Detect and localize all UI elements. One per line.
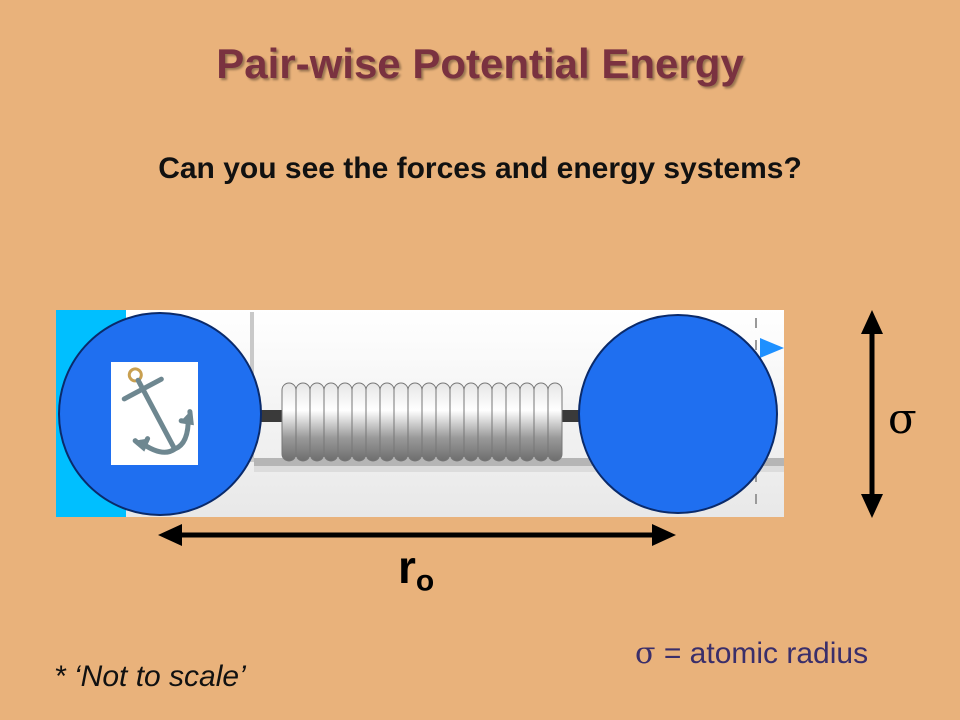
- legend: σ = atomic radius: [635, 636, 868, 671]
- scale-note: * ‘Not to scale’: [54, 660, 246, 693]
- spring: [281, 382, 563, 462]
- sigma-label: σ: [888, 394, 917, 443]
- r0-label: ro: [398, 540, 434, 599]
- right-atom: [578, 314, 778, 514]
- legend-sigma: σ: [635, 636, 656, 671]
- r0-arrow: [158, 524, 676, 546]
- sigma-arrow: [861, 310, 883, 518]
- slide-subtitle: Can you see the forces and energy system…: [158, 152, 802, 185]
- anchor-icon: [111, 362, 198, 465]
- r-symbol: r: [398, 541, 416, 593]
- slide-title: Pair-wise Potential Energy: [216, 40, 744, 87]
- direction-arrow-icon: [760, 338, 784, 358]
- r-subscript: o: [415, 564, 435, 598]
- legend-text: = atomic radius: [655, 637, 869, 670]
